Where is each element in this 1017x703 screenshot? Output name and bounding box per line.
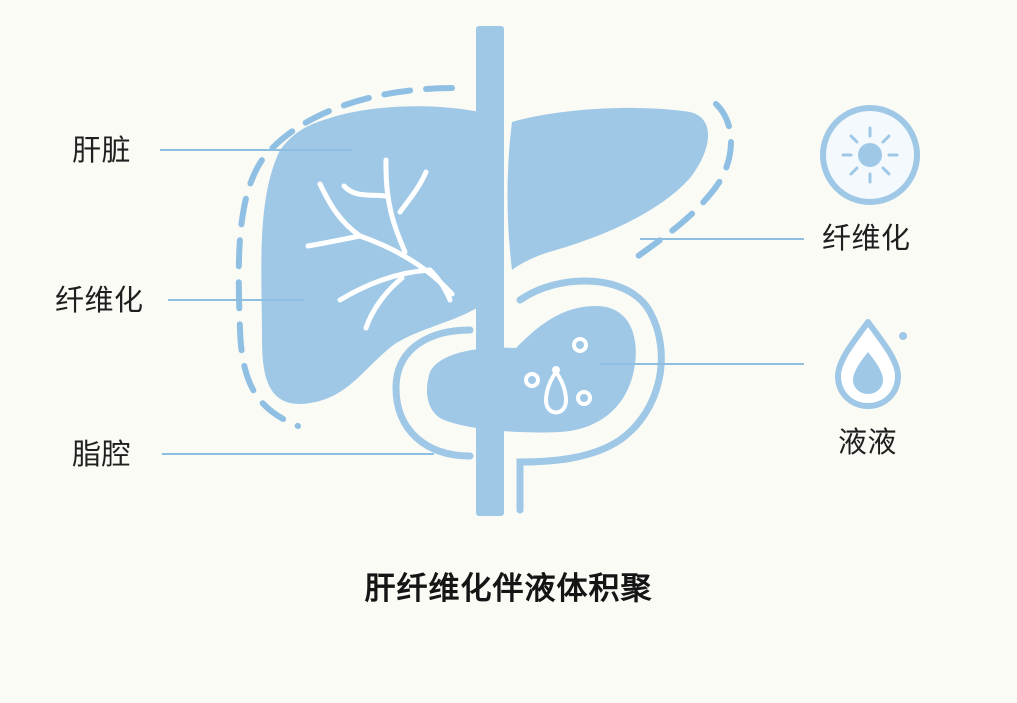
liver-right-lobe xyxy=(507,107,709,270)
vessel-branches xyxy=(305,157,455,331)
label-fibrosis-left: 纤维化 xyxy=(55,283,144,317)
label-fluid: 液液 xyxy=(838,425,898,459)
cavity-fill xyxy=(426,306,636,433)
label-fibrosis-right: 纤维化 xyxy=(822,221,911,255)
label-liver: 肝脏 xyxy=(72,133,132,167)
cavity-outline-left xyxy=(392,326,474,460)
label-cavity: 脂腔 xyxy=(72,437,132,471)
fibrosis-sun-icon xyxy=(820,105,920,205)
fluid-drop-icon xyxy=(835,319,907,409)
liver-left-lobe xyxy=(261,106,500,404)
fluid-bubbles xyxy=(524,337,592,415)
leader-lines xyxy=(160,149,804,455)
liver-dashed-outline-right xyxy=(627,101,734,265)
diagram-caption: 肝纤维化伴液体积聚 xyxy=(364,571,653,607)
liver-dashed-outline xyxy=(235,85,455,429)
cavity-outline xyxy=(516,277,665,514)
